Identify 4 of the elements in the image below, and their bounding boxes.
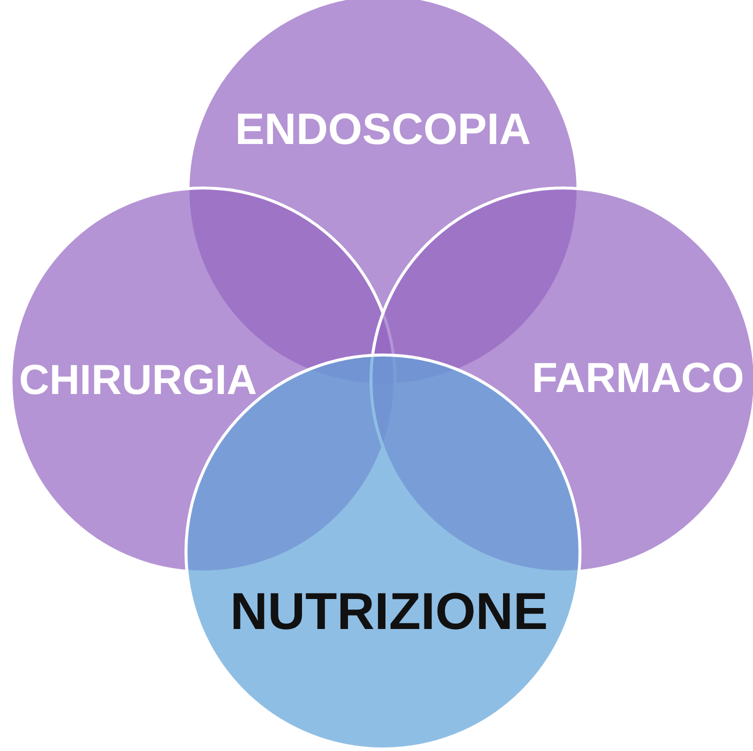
circle-label: CHIRURGIA xyxy=(19,356,257,404)
circle-label: FARMACO xyxy=(532,354,744,402)
circle-label: NUTRIZIONE xyxy=(230,582,548,642)
circle-label: ENDOSCOPIA xyxy=(235,105,531,155)
